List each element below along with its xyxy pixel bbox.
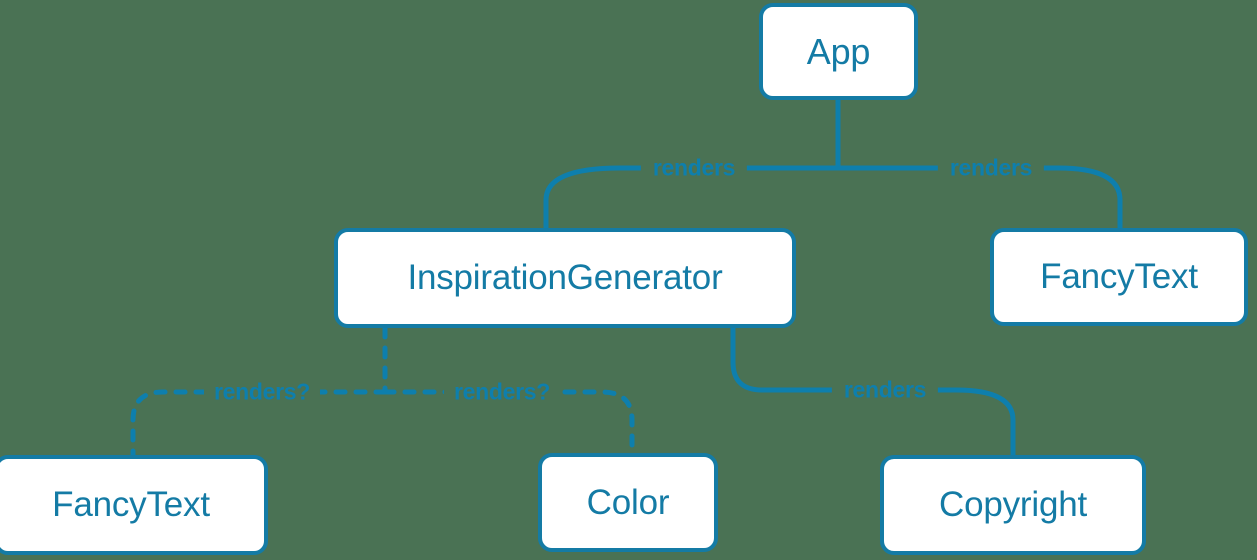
edge-app-to-fancytext-right: [835, 165, 1123, 231]
edge-inspiration-generator-to-color: [382, 389, 635, 456]
edge-label-app-to-fancytext-right: renders: [937, 154, 1045, 182]
node-app[interactable]: App: [759, 3, 918, 100]
edge-label-app-to-inspiration-generator: renders: [640, 154, 748, 182]
node-copyright[interactable]: Copyright: [880, 455, 1146, 555]
node-fancytext-right-label: FancyText: [1040, 257, 1198, 296]
node-color[interactable]: Color: [538, 453, 718, 552]
node-fancytext-bottom[interactable]: FancyText: [0, 455, 268, 555]
node-inspiration-generator[interactable]: InspirationGenerator: [334, 228, 796, 328]
edge-label-inspiration-generator-to-copyright: renders: [831, 376, 939, 404]
edge-inspiration-generator-to-copyright: [730, 325, 1016, 458]
edge-label-inspiration-generator-to-color: renders?: [443, 378, 561, 406]
edge-inspiration-generator-to-fancytext-bottom: [130, 389, 388, 458]
node-copyright-label: Copyright: [939, 485, 1087, 524]
node-inspiration-generator-label: InspirationGenerator: [407, 258, 723, 297]
edge-label-inspiration-generator-to-fancytext-bottom: renders?: [203, 378, 321, 406]
node-fancytext-right[interactable]: FancyText: [990, 228, 1248, 326]
edge-app-to-inspiration-generator: [543, 165, 841, 231]
node-app-label: App: [806, 30, 871, 72]
node-fancytext-bottom-label: FancyText: [52, 485, 210, 524]
node-color-label: Color: [586, 482, 670, 522]
